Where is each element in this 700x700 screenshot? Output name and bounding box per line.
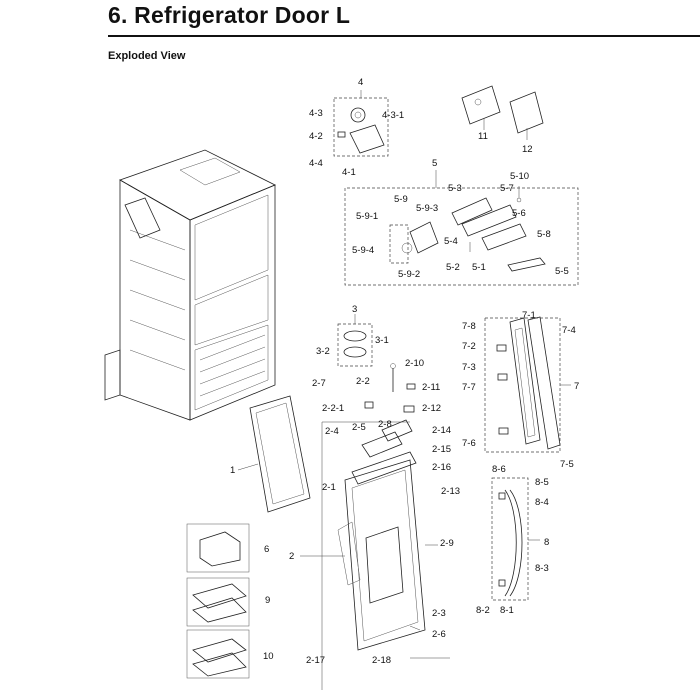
label-2-10: 2-10: [405, 358, 424, 369]
label-5-6: 5-6: [512, 208, 526, 219]
label-2-6: 2-6: [432, 629, 446, 640]
label-4: 4: [358, 77, 363, 88]
label-2-1: 2-1: [322, 482, 336, 493]
label-5-8: 5-8: [537, 229, 551, 240]
label-7-5: 7-5: [560, 459, 574, 470]
label-2-3: 2-3: [432, 608, 446, 619]
label-5-3: 5-3: [448, 183, 462, 194]
label-4-1: 4-1: [342, 167, 356, 178]
door-bin-6: [186, 523, 250, 573]
callout-labels: 4 4-3 4-3-1 4-2 4-4 4-1 11 12 5 5-10 5-3…: [230, 77, 579, 666]
label-8-4: 8-4: [535, 497, 549, 508]
label-7-4: 7-4: [562, 325, 576, 336]
label-5-9-3: 5-9-3: [416, 203, 438, 214]
label-12: 12: [522, 144, 533, 155]
door-assembly-2: [300, 363, 450, 690]
label-2-8: 2-8: [378, 419, 392, 430]
label-2-12: 2-12: [422, 403, 441, 414]
label-8-5: 8-5: [535, 477, 549, 488]
label-1: 1: [230, 465, 235, 476]
label-2-16: 2-16: [432, 462, 451, 473]
title-divider: [108, 35, 700, 37]
door-bin-9: [186, 577, 250, 627]
label-5-5: 5-5: [555, 266, 569, 277]
label-2-9: 2-9: [440, 538, 454, 549]
assembly-4: [333, 90, 389, 157]
label-5-2: 5-2: [446, 262, 460, 273]
door-gasket-1: [237, 395, 311, 513]
label-10: 10: [263, 651, 274, 662]
label-2-2: 2-2: [356, 376, 370, 387]
handle-assembly-8: [491, 477, 540, 601]
assembly-3: [337, 314, 373, 367]
part-11: [461, 85, 501, 130]
label-5-9-1: 5-9-1: [356, 211, 378, 222]
label-8-6: 8-6: [492, 464, 506, 475]
label-2-14: 2-14: [432, 425, 451, 436]
label-7: 7: [574, 381, 579, 392]
label-7-8: 7-8: [462, 321, 476, 332]
part-12: [509, 91, 544, 140]
label-2: 2: [289, 551, 294, 562]
assembly-5: [344, 170, 579, 286]
label-5-10: 5-10: [510, 171, 529, 182]
door-bin-10: [186, 629, 250, 679]
label-5-9-4: 5-9-4: [352, 245, 374, 256]
label-7-7: 7-7: [462, 382, 476, 393]
label-2-2-1: 2-2-1: [322, 403, 344, 414]
assembly-7: [484, 316, 571, 453]
label-9: 9: [265, 595, 270, 606]
label-3-1: 3-1: [375, 335, 389, 346]
section-heading: Exploded View: [108, 50, 186, 62]
label-5-4: 5-4: [444, 236, 458, 247]
label-4-3-1: 4-3-1: [382, 110, 404, 121]
label-11: 11: [478, 131, 488, 142]
label-2-11: 2-11: [422, 382, 440, 393]
label-2-15: 2-15: [432, 444, 451, 455]
label-4-3: 4-3: [309, 108, 323, 119]
label-4-4: 4-4: [309, 158, 323, 169]
label-5-9-2: 5-9-2: [398, 269, 420, 280]
label-2-18: 2-18: [372, 655, 391, 666]
label-2-13: 2-13: [441, 486, 460, 497]
label-2-7: 2-7: [312, 378, 326, 389]
label-2-4: 2-4: [325, 426, 339, 437]
label-6: 6: [264, 544, 269, 555]
label-7-6: 7-6: [462, 438, 476, 449]
label-7-1: 7-1: [522, 310, 536, 321]
label-3-2: 3-2: [316, 346, 330, 357]
label-8-3: 8-3: [535, 563, 549, 574]
label-5-1: 5-1: [472, 262, 486, 273]
label-8-1: 8-1: [500, 605, 514, 616]
label-5: 5: [432, 158, 437, 169]
label-3: 3: [352, 304, 357, 315]
label-7-2: 7-2: [462, 341, 476, 352]
label-7-3: 7-3: [462, 362, 476, 373]
label-8-2: 8-2: [476, 605, 490, 616]
label-4-2: 4-2: [309, 131, 323, 142]
label-5-7: 5-7: [500, 183, 514, 194]
label-2-17: 2-17: [306, 655, 325, 666]
page-title: 6. Refrigerator Door L: [108, 2, 351, 28]
refrigerator-cabinet: [104, 149, 276, 421]
label-8: 8: [544, 537, 549, 548]
label-5-9: 5-9: [394, 194, 408, 205]
label-2-5: 2-5: [352, 422, 366, 433]
